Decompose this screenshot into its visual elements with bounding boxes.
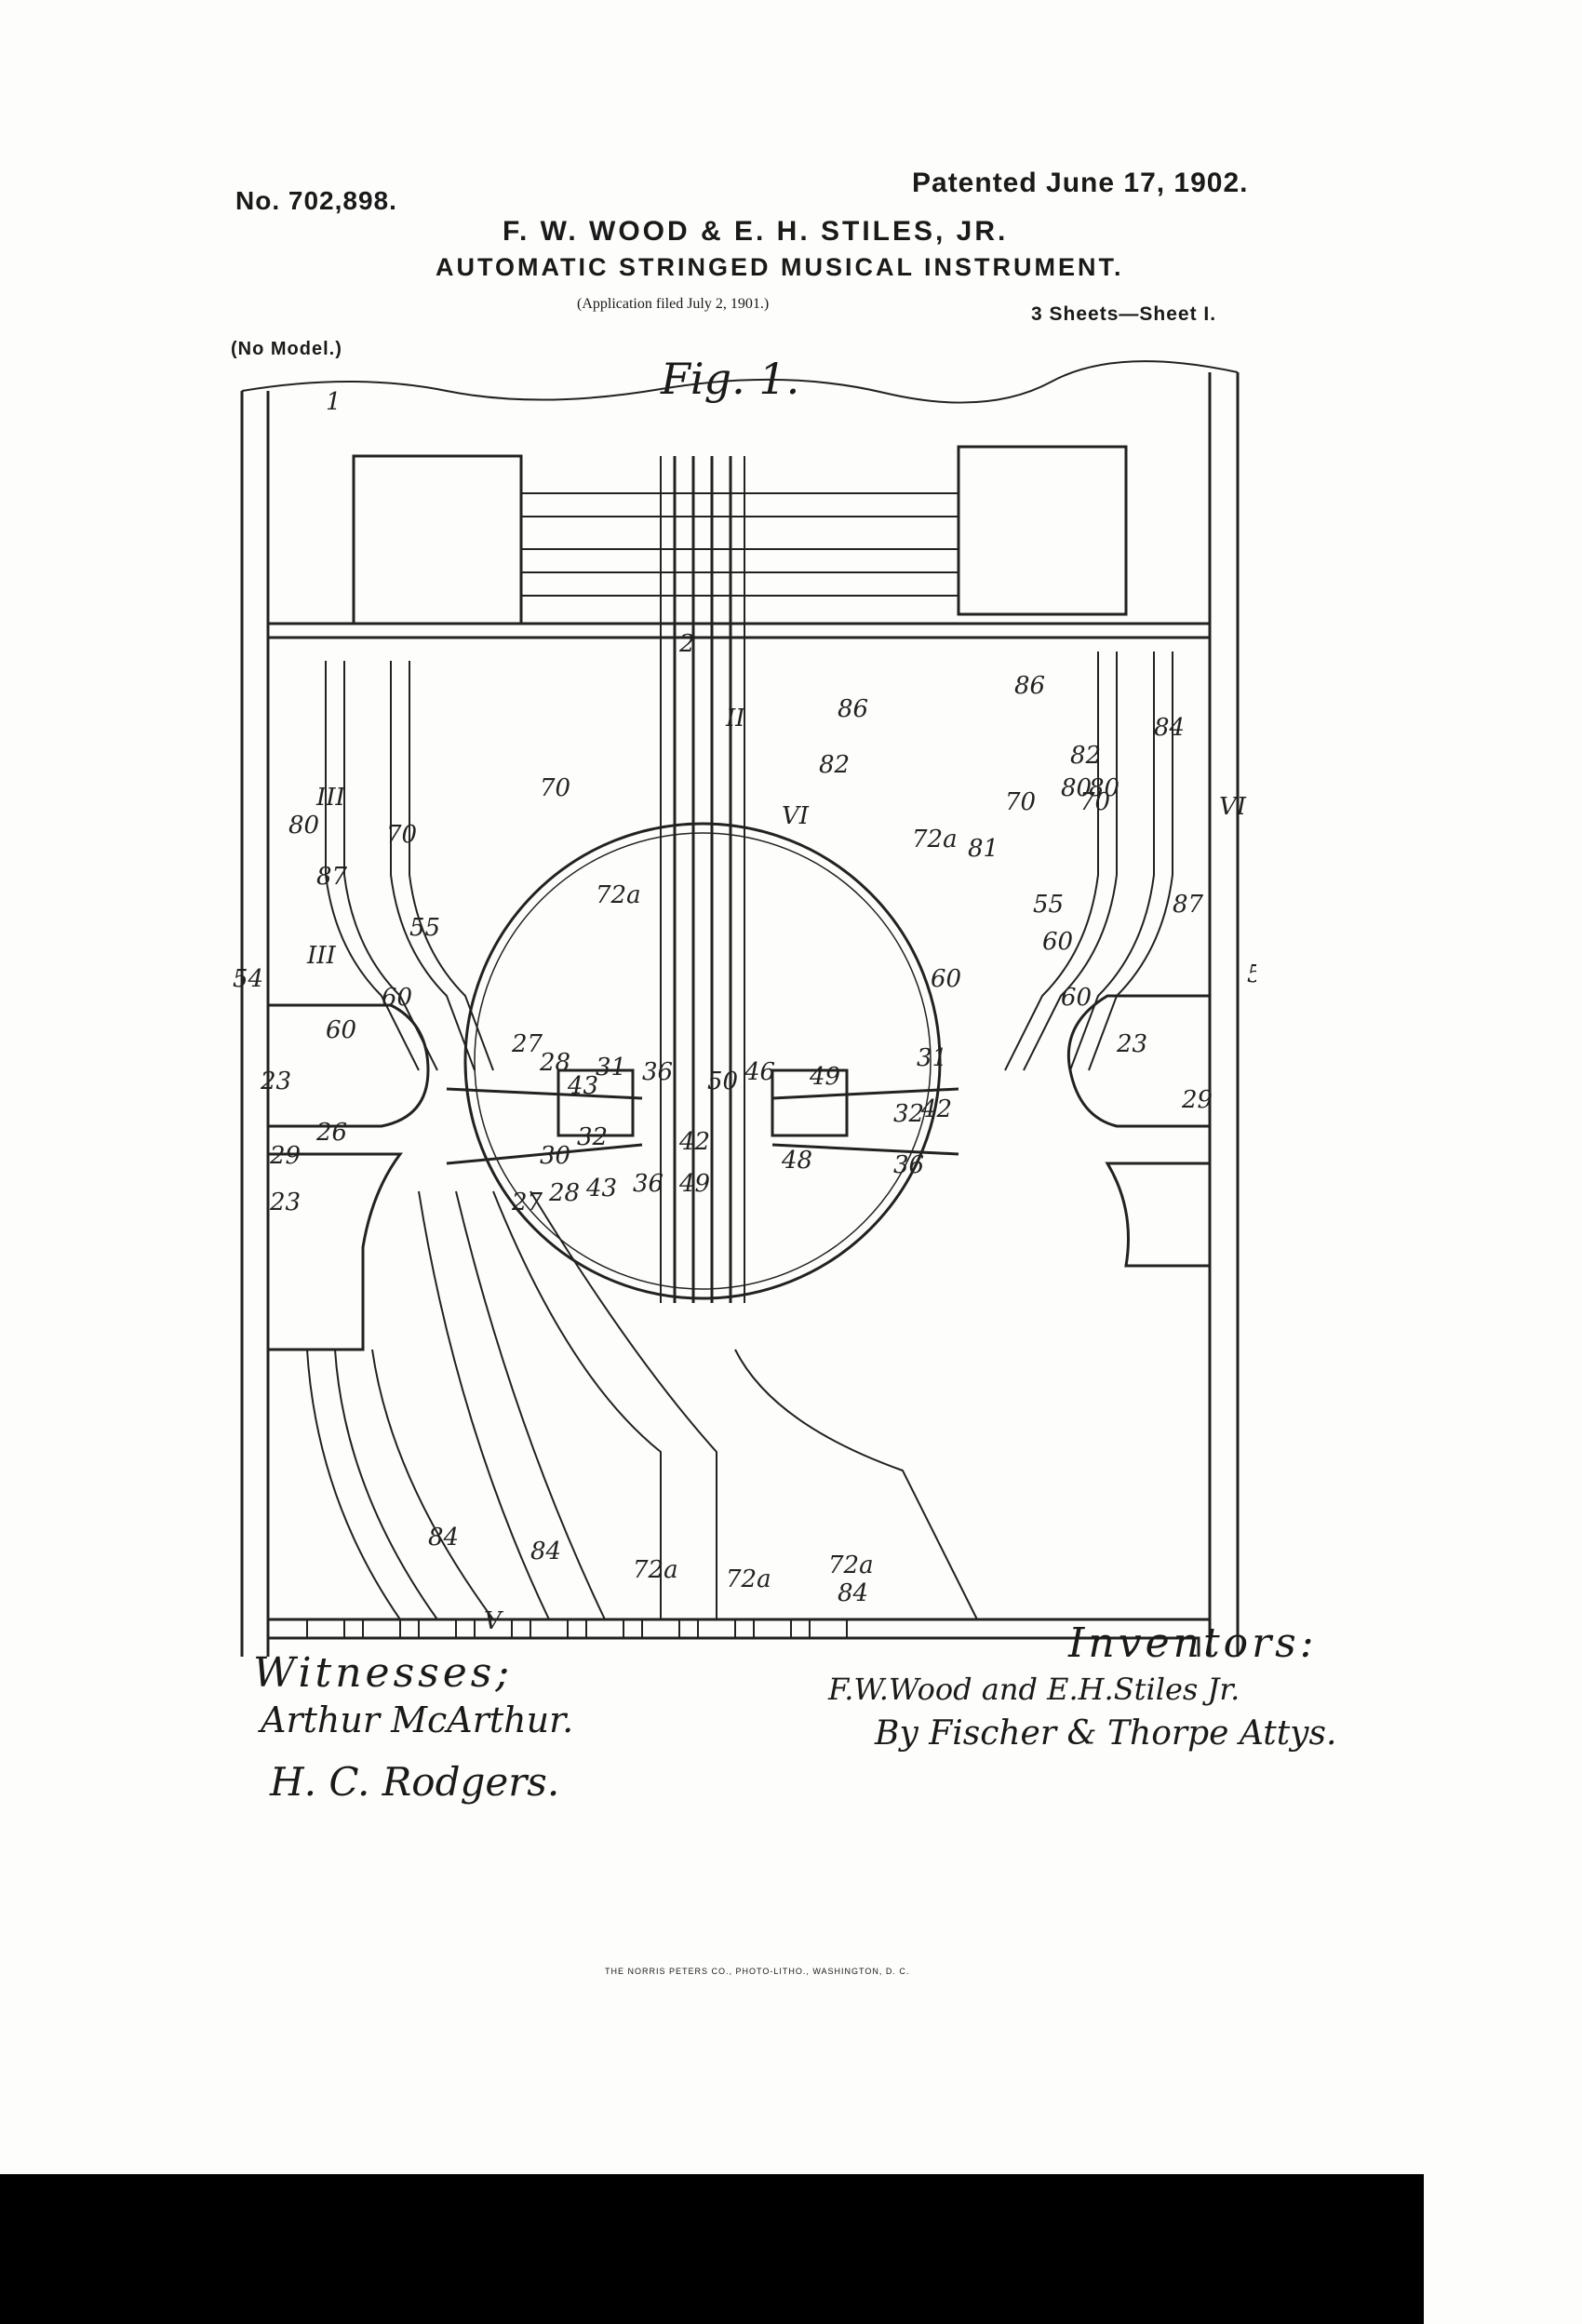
reference-numeral: 60 [931,965,961,993]
reference-numeral: 36 [642,1058,673,1086]
application-date: (Application filed July 2, 1901.) [577,296,770,312]
sheet-count: 3 Sheets—Sheet I. [1031,303,1217,325]
reference-numeral: 2 [678,630,695,658]
model-note: (No Model.) [231,339,342,359]
patent-title: AUTOMATIC STRINGED MUSICAL INSTRUMENT. [436,253,1124,281]
reference-numeral: 46 [744,1058,775,1086]
reference-numeral: 31 [596,1054,626,1081]
reference-numeral: 60 [326,1016,356,1044]
reference-numeral: 86 [1014,672,1045,700]
reference-numeral: 26 [315,1119,347,1147]
scan-border [0,2174,1424,2324]
reference-numeral: 55 [409,914,440,942]
witness-signature-1: Arthur McArthur. [261,1699,574,1740]
reference-numeral: 84 [1154,714,1185,742]
reference-numeral: 43 [585,1175,617,1202]
reference-numeral: 72a [828,1552,874,1579]
reference-numeral: 42 [920,1095,952,1123]
reference-numeral: 31 [917,1044,947,1072]
reference-numeral: 72a [726,1565,771,1593]
reference-numeral: 60 [1061,984,1092,1012]
reference-numeral: 72a [912,826,958,853]
reference-numeral: 29 [1181,1086,1213,1114]
reference-numeral: 84 [838,1579,868,1607]
reference-numeral: 86 [838,695,868,723]
reference-numeral: 82 [1070,742,1101,770]
reference-numeral: 17a [735,1654,781,1657]
inventors-header: F. W. WOOD & E. H. STILES, JR. [503,216,1009,247]
reference-numeral: 42 [678,1128,710,1156]
reference-numeral: 54 [1247,960,1256,988]
reference-numeral: 1 [326,388,342,416]
reference-numeral: V [484,1607,503,1635]
reference-numeral: 43 [567,1072,598,1100]
reference-numeral: 36 [893,1151,924,1179]
reference-numeral: 23 [269,1189,301,1216]
witness-signature-2: H. C. Rodgers. [270,1759,560,1805]
reference-numeral: 87 [316,863,348,891]
reference-numeral: 28 [539,1049,570,1077]
reference-numeral: 84 [530,1538,561,1565]
reference-numeral: 36 [633,1170,664,1198]
reference-numeral: 54 [233,965,263,993]
reference-numeral: 32 [893,1100,924,1128]
reference-numeral: 60 [382,984,412,1012]
reference-numeral: 60 [1042,928,1073,956]
reference-numeral: 55 [1033,891,1064,919]
inventor-signatures: F.W.Wood and E.H.Stiles Jr. [828,1672,1240,1707]
reference-numeral: 48 [781,1147,812,1175]
reference-numeral: 28 [548,1179,580,1207]
reference-numeral: 27 [511,1030,543,1058]
reference-numeral: 81 [968,835,999,863]
reference-numeral: 29 [269,1142,301,1170]
patent-number: No. 702,898. [235,186,397,215]
reference-numeral: 23 [1116,1030,1147,1058]
reference-numeral: 82 [819,751,850,779]
reference-numeral: 32 [577,1123,608,1151]
inventors-label: Inventors: [1068,1619,1318,1667]
reference-numeral: 49 [678,1170,710,1198]
reference-numeral: 80 [1061,774,1092,802]
reference-numeral: 70 [540,774,570,802]
reference-numeral: III [306,942,337,970]
reference-numeral: III [315,784,346,812]
reference-numeral: 72a [596,881,641,909]
attorneys-signature: By Fischer & Thorpe Attys. [875,1714,1337,1753]
reference-numeral: 50 [707,1068,738,1095]
patented-date: Patented June 17, 1902. [912,168,1249,198]
reference-numeral: 80 [1089,774,1119,802]
reference-numeral: 30 [540,1142,570,1170]
reference-numeral: 84 [428,1524,459,1552]
reference-numeral: 72a [633,1556,678,1584]
reference-numeral: VI [1219,793,1247,821]
patent-drawing: 12345517a17a17a1819202323232627272828292… [233,360,1256,1657]
witnesses-label: Witnesses; [253,1649,514,1697]
reference-numeral: 87 [1173,891,1204,919]
reference-numeral: VI [782,802,810,830]
reference-numeral: 23 [260,1068,291,1095]
reference-numeral: 49 [809,1063,840,1091]
printer-imprint: THE NORRIS PETERS CO., PHOTO-LITHO., WAS… [605,1967,910,1976]
reference-numeral: 27 [511,1189,543,1216]
reference-numeral: II [725,705,745,732]
reference-numeral: 80 [288,812,319,840]
reference-numeral: 70 [1005,788,1036,816]
reference-numeral: 70 [386,821,417,849]
reference-numeral: 70 [1079,788,1110,816]
